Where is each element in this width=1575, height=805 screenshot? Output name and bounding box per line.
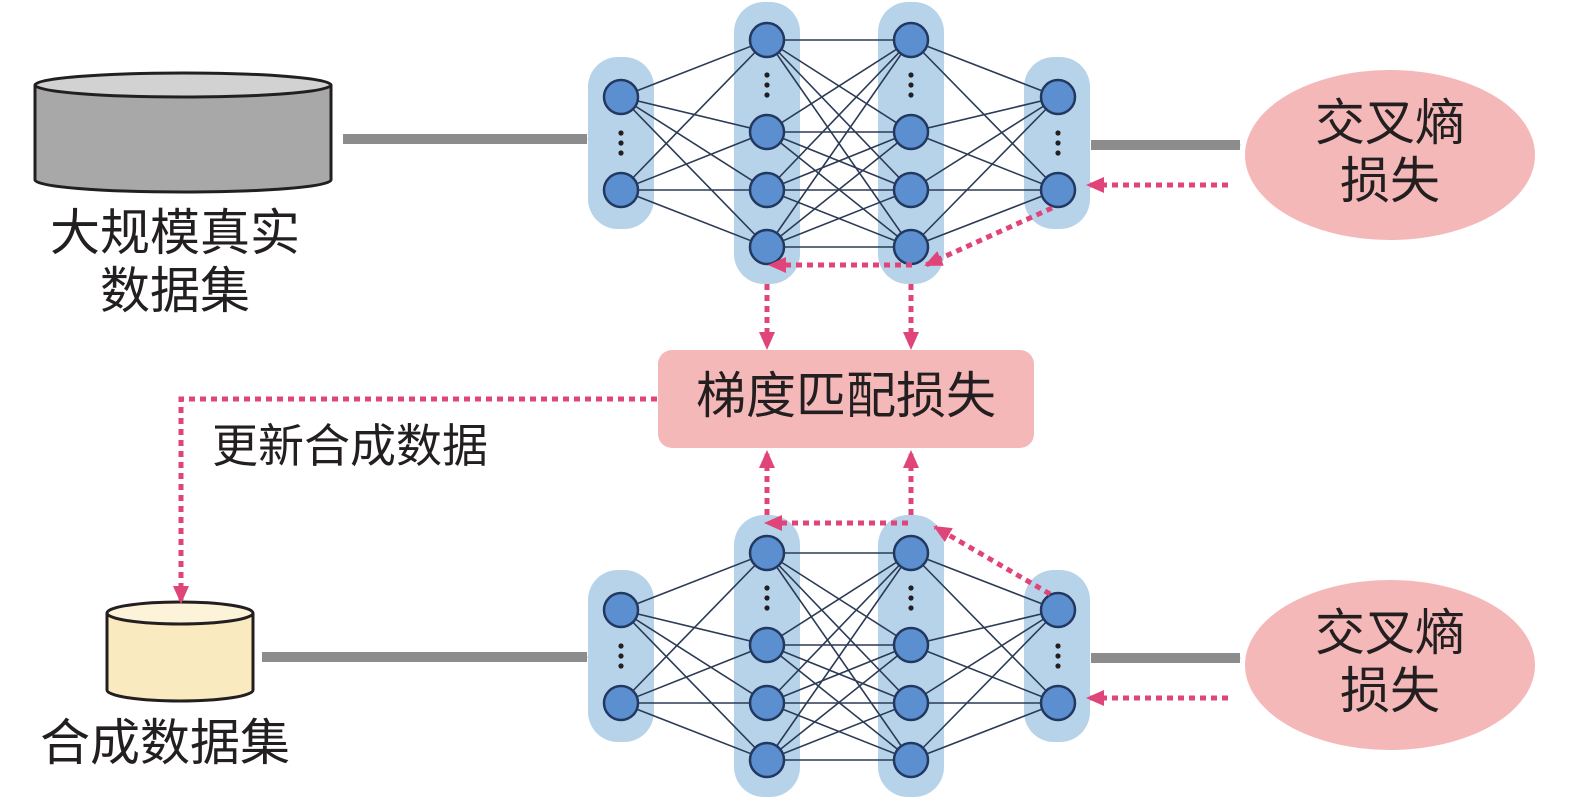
neuron-node [748,626,786,664]
neuron-node [602,78,640,116]
network-edge [766,644,912,761]
neuron-node [1039,171,1077,209]
real-dataset-label: 大规模真实 数据集 [20,204,330,320]
network-edge [910,96,1059,191]
network-edge [910,702,1059,761]
network-edge [910,131,1059,191]
neuron-node [602,171,640,209]
network-edge [910,96,1059,133]
network-edge [910,609,1059,704]
top-loss-label-line1: 交叉熵 [1315,94,1465,152]
network-edge [620,131,768,191]
network-edge [766,552,912,646]
network-edge [766,552,912,704]
gradient-matching-loss-label: 梯度匹配损失 [696,367,996,425]
neuron-node [748,684,786,722]
real-dataset-label-line1: 大规模真实 [50,204,300,262]
network-edge [766,189,912,248]
network-edge [620,39,768,98]
network-edge [910,39,1059,98]
network-edge [766,39,912,133]
neuron-node [892,741,930,779]
network-edge [620,96,768,248]
network-edge [910,609,1059,646]
ellipsis-dots [618,130,624,156]
synthetic-dataset-database-icon [105,600,255,703]
neuron-node [892,21,930,59]
top-backprop-diagonal-arrow [924,205,1054,268]
network-edge [910,96,1059,248]
network-edge [766,39,912,248]
network-edge [766,131,912,191]
neuron-node [1039,591,1077,629]
top-loss-label: 交叉熵 损失 [1245,94,1535,210]
network-edge [766,39,912,191]
top-cross-entropy-loss [1245,70,1535,240]
neuron-node [892,171,930,209]
bottom-backprop-diagonal-arrow [933,524,1052,597]
neuron-node [748,741,786,779]
neuron-node [892,534,930,572]
network-edge [620,552,768,704]
ellipsis-dots [764,585,770,611]
neuron-node [602,684,640,722]
bottom-loss-label: 交叉熵 损失 [1245,604,1535,720]
ellipsis-dots [908,585,914,611]
neuron-node [1039,684,1077,722]
network-edge [766,644,912,704]
network-edge [910,644,1059,704]
bottom-cross-entropy-loss [1245,580,1535,750]
bottom-loss-label-line1: 交叉熵 [1315,604,1465,662]
network-edge [620,39,768,191]
network-edge [910,189,1059,248]
update-synthetic-data-label: 更新合成数据 [212,419,488,473]
network-edge [620,609,768,761]
network-edge [910,609,1059,761]
real-dataset-database-icon [33,71,333,194]
network-edge [766,552,912,761]
network-edge [620,644,768,704]
real-dataset-label-line2: 数据集 [100,261,250,320]
neuron-node [892,684,930,722]
neuron-node [748,534,786,572]
gradient-matching-loss-box [658,350,1034,448]
ellipsis-dots [618,643,624,669]
neuron-node [748,228,786,266]
network-edge [620,96,768,191]
network-edge [910,552,1059,611]
neuron-node [892,626,930,664]
ellipsis-dots [1055,643,1061,669]
bottom-loss-label-line2: 损失 [1340,661,1440,720]
neuron-node [892,228,930,266]
network-edge [766,131,912,248]
neuron-node [602,591,640,629]
neuron-node [748,171,786,209]
network-edge [620,609,768,704]
top-loss-label-line2: 损失 [1340,151,1440,210]
ellipsis-dots [908,72,914,98]
network-edge [620,552,768,611]
ellipsis-dots [764,72,770,98]
bottom-neural-network [588,515,1090,797]
top-neural-network [588,2,1090,284]
network-edge [620,189,768,248]
network-edge [766,702,912,761]
neuron-node [1039,78,1077,116]
neuron-node [748,21,786,59]
network-edge [620,702,768,761]
synthetic-dataset-label: 合成数据集 [40,714,290,772]
update-synthetic-data-arrow [173,396,657,604]
neuron-node [892,113,930,151]
ellipsis-dots [1055,130,1061,156]
neuron-node [748,113,786,151]
